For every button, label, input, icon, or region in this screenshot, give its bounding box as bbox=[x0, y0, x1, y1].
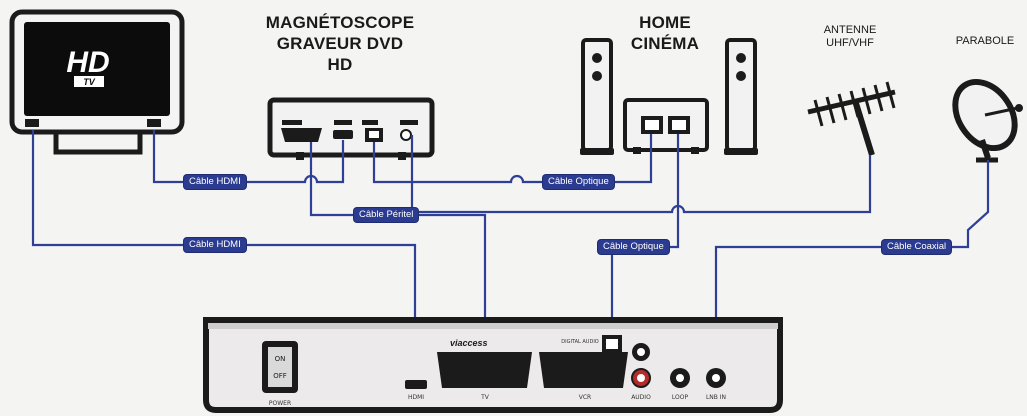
recorder-title: MAGNÉTOSCOPE GRAVEUR DVD HD bbox=[265, 12, 415, 75]
antenna-title-line1: ANTENNE bbox=[823, 24, 877, 36]
cable-label-hdmi-top: Câble HDMI bbox=[184, 175, 246, 189]
receiver-brand: viaccess bbox=[450, 338, 488, 348]
recorder-scart-port bbox=[281, 128, 322, 142]
home-cinema-title-line1: HOME bbox=[639, 13, 691, 32]
recorder-title-line1: MAGNÉTOSCOPE bbox=[265, 13, 415, 32]
switch-off-label: OFF bbox=[273, 372, 287, 380]
port-label-loop: LOOP bbox=[672, 394, 689, 401]
home-cinema bbox=[580, 38, 758, 155]
cable-label-coaxial: Câble Coaxial bbox=[882, 240, 952, 254]
recorder-hdmi-port bbox=[333, 130, 353, 139]
hd-tv bbox=[9, 9, 185, 155]
satellite-dish bbox=[952, 78, 1023, 163]
receiver-scart-tv bbox=[437, 352, 532, 388]
satellite-receiver: ON OFF POWER HDMI TV VCR DIGITAL AUDIO A… bbox=[203, 317, 783, 413]
receiver-hdmi-port bbox=[405, 380, 427, 389]
tv-hdmi-port-left bbox=[25, 119, 39, 127]
uhf-vhf-antenna bbox=[807, 81, 896, 156]
port-label-tv: TV bbox=[480, 394, 490, 401]
home-cinema-title-line2: CINÉMA bbox=[630, 34, 700, 53]
tv-logo-text: TV bbox=[83, 77, 95, 87]
hd-logo-text: HD bbox=[66, 46, 109, 79]
antenna-title: ANTENNE UHF/VHF bbox=[815, 24, 885, 50]
home-cinema-title: HOME CINÉMA bbox=[620, 12, 710, 54]
port-label-audio: AUDIO bbox=[631, 394, 651, 401]
receiver-power-switch: ON OFF bbox=[262, 341, 298, 393]
cable-label-optique-top: Câble Optique bbox=[543, 175, 614, 189]
switch-on-label: ON bbox=[275, 355, 286, 363]
port-label-lnb: LNB IN bbox=[706, 394, 726, 401]
port-label-power: POWER bbox=[269, 400, 291, 407]
cable-label-hdmi-bottom: Câble HDMI bbox=[184, 238, 246, 252]
cable-label-optique-bottom: Câble Optique bbox=[598, 240, 669, 254]
recorder-title-line2: GRAVEUR DVD HD bbox=[276, 34, 404, 74]
recorder-coax-port bbox=[400, 129, 412, 141]
dvd-recorder bbox=[267, 97, 435, 160]
antenna-title-line2: UHF/VHF bbox=[826, 37, 874, 49]
port-label-vcr: VCR bbox=[579, 394, 591, 401]
receiver-scart-vcr bbox=[539, 352, 628, 388]
port-label-hdmi: HDMI bbox=[408, 394, 424, 401]
cable-label-peritel: Câble Péritel bbox=[354, 208, 419, 222]
hd-tv-logo: HD TV bbox=[66, 46, 110, 87]
port-label-optical: DIGITAL AUDIO bbox=[561, 339, 599, 345]
dish-title: PARABOLE bbox=[955, 35, 1015, 47]
tv-hdmi-port-right bbox=[147, 119, 161, 127]
